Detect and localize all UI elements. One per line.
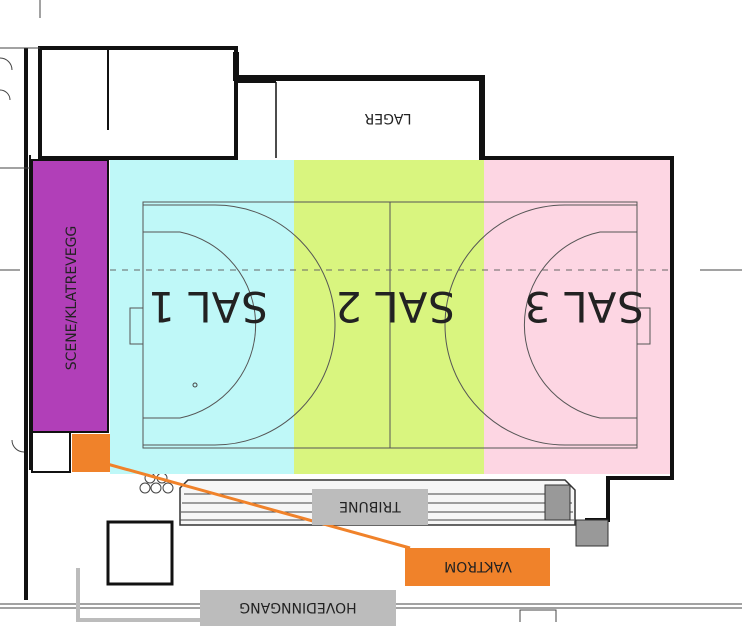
lager-label: LAGER: [364, 110, 411, 126]
vaktrom-label: VAKTROM: [444, 558, 512, 574]
sal2-area: [294, 160, 484, 474]
hovedinngang-callout: HOVEDINNGANG: [200, 590, 396, 626]
court-markings: [110, 201, 670, 449]
tribune-callout: TRIBUNE: [312, 489, 428, 525]
sal3-label: SAL 3: [524, 282, 644, 331]
sal1-label: SAL 1: [148, 282, 268, 331]
vaktrom-room: [72, 434, 110, 472]
hovedinngang-arrow: [76, 568, 200, 622]
sal1-area: [110, 160, 294, 474]
scene-label: SCENE/KLATREVEGG: [64, 226, 80, 371]
tribune-label: TRIBUNE: [339, 498, 402, 514]
hovedinngang-label: HOVEDINNGANG: [239, 599, 356, 615]
sal2-label: SAL 2: [335, 282, 455, 331]
vaktrom-leader-line: [99, 460, 411, 550]
sal3-area: [484, 160, 670, 474]
vaktrom-callout: VAKTROM: [405, 548, 550, 586]
scene-area: [31, 159, 109, 433]
